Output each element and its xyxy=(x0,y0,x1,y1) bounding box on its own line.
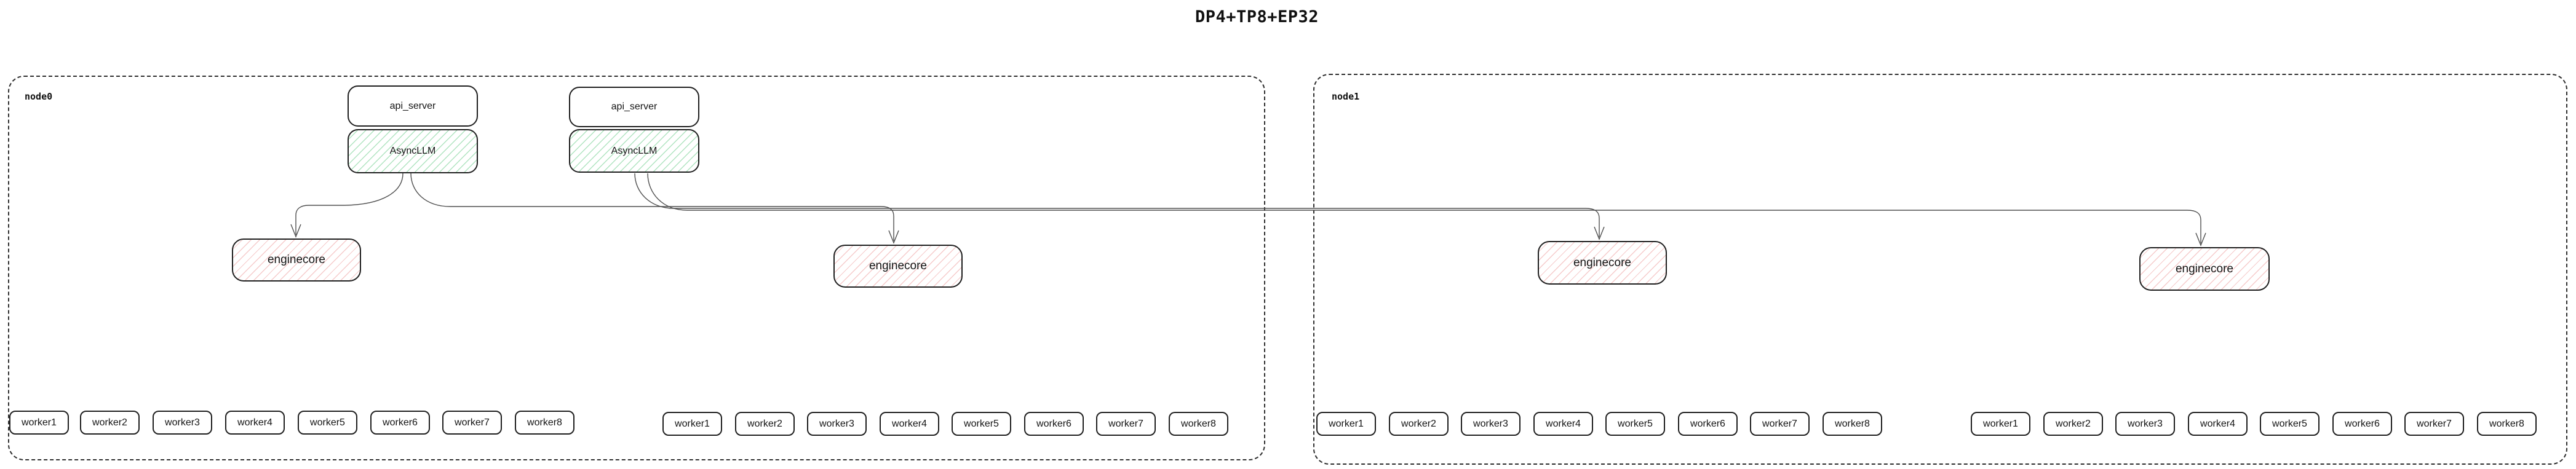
worker-box: worker2 xyxy=(735,412,795,436)
worker-box: worker3 xyxy=(1461,412,1521,436)
asyncllm-box-2: AsyncLLM xyxy=(569,129,699,173)
worker-box: worker1 xyxy=(662,412,722,436)
worker-box: worker7 xyxy=(1096,412,1156,436)
worker-box: worker1 xyxy=(1316,412,1376,436)
worker-box: worker5 xyxy=(2260,412,2320,436)
worker-box: worker6 xyxy=(2332,412,2392,436)
worker-box: worker8 xyxy=(2477,412,2537,436)
enginecore-box-3: enginecore xyxy=(1538,241,1667,285)
worker-box: worker4 xyxy=(225,411,285,435)
node0-label: node0 xyxy=(25,91,53,102)
node1-label: node1 xyxy=(1332,91,1360,102)
diagram-title: DP4+TP8+EP32 xyxy=(1195,7,1319,26)
worker-box: worker2 xyxy=(1389,412,1449,436)
node0-container xyxy=(8,76,1265,460)
worker-box: worker6 xyxy=(370,411,430,435)
worker-box: worker7 xyxy=(2404,412,2464,436)
enginecore-box-4: enginecore xyxy=(2139,247,2270,291)
worker-box: worker5 xyxy=(1605,412,1665,436)
worker-box: worker1 xyxy=(1971,412,2030,436)
worker-box: worker2 xyxy=(80,411,140,435)
worker-box: worker3 xyxy=(153,411,212,435)
worker-box: worker6 xyxy=(1024,412,1084,436)
worker-box: worker5 xyxy=(952,412,1011,436)
worker-box: worker4 xyxy=(1533,412,1593,436)
enginecore-box-1: enginecore xyxy=(232,238,361,282)
api-server-box-2: api_server xyxy=(569,87,699,127)
worker-box: worker8 xyxy=(1823,412,1882,436)
worker-box: worker5 xyxy=(298,411,357,435)
worker-box: worker2 xyxy=(2043,412,2103,436)
worker-box: worker4 xyxy=(2188,412,2248,436)
asyncllm-box-1: AsyncLLM xyxy=(348,129,478,173)
worker-box: worker3 xyxy=(2115,412,2175,436)
worker-box: worker8 xyxy=(515,411,574,435)
worker-box: worker7 xyxy=(442,411,502,435)
worker-box: worker7 xyxy=(1750,412,1810,436)
worker-box: worker8 xyxy=(1169,412,1228,436)
enginecore-box-2: enginecore xyxy=(833,245,963,288)
worker-box: worker4 xyxy=(880,412,939,436)
worker-box: worker3 xyxy=(807,412,867,436)
api-server-box-1: api_server xyxy=(348,85,478,127)
worker-box: worker6 xyxy=(1678,412,1738,436)
node1-container xyxy=(1313,74,2567,465)
worker-box: worker1 xyxy=(9,411,69,435)
